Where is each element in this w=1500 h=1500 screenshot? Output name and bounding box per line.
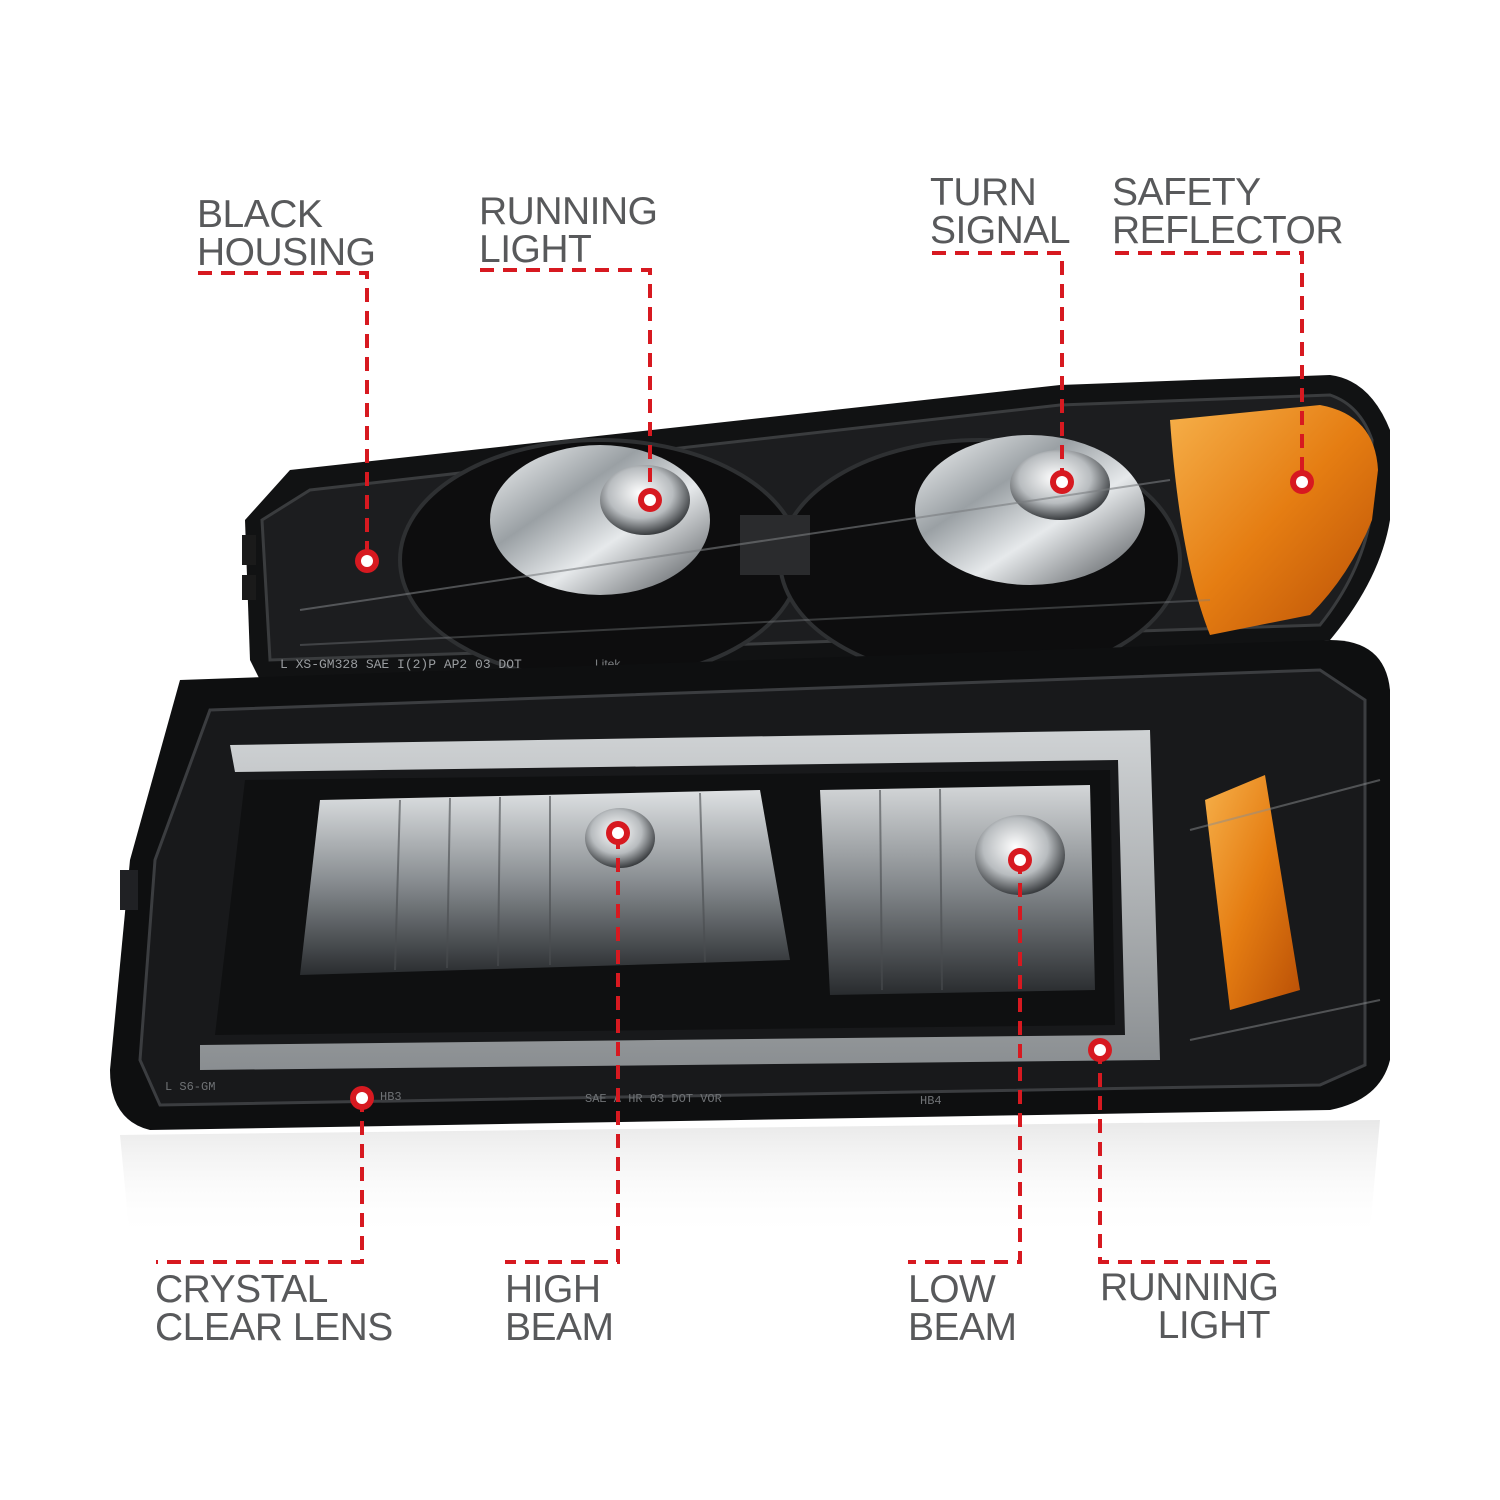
upper-headlight: L XS-GM328 SAE I(2)P AP2 03 DOT Litek <box>242 375 1390 682</box>
leader-running-light-bottom <box>1098 1050 1270 1264</box>
lower-lens-marking-left: L S6-GM <box>165 1080 215 1094</box>
leader-running-light-top <box>480 268 652 500</box>
running-light-bar <box>200 730 1160 1070</box>
safety-reflector-lens <box>1170 405 1378 635</box>
leader-high-beam <box>505 835 620 1264</box>
high-beam-reflector <box>300 790 790 975</box>
callout-dots <box>350 470 1314 1110</box>
upper-lens-marking: L XS-GM328 SAE I(2)P AP2 03 DOT <box>280 657 522 672</box>
lower-lens-marking-mid: SAE A HR 03 DOT VOR <box>585 1092 722 1106</box>
leader-black-housing <box>198 271 369 560</box>
lower-bumper-light: L S6-GM HB3 SAE A HR 03 DOT VOR HB4 <box>110 640 1390 1130</box>
leader-low-beam <box>908 860 1022 1264</box>
side-marker-lens <box>1205 775 1300 1010</box>
lower-lens-marking-hb3: HB3 <box>380 1090 402 1104</box>
floor-reflection <box>120 1120 1380 1240</box>
low-beam-reflector <box>820 785 1095 995</box>
lower-lens-marking-hb4: HB4 <box>920 1094 942 1108</box>
callout-lines <box>156 251 1304 1264</box>
leader-turn-signal <box>932 251 1064 482</box>
leader-safety-reflector <box>1115 251 1304 482</box>
leader-crystal-clear-lens <box>156 1098 364 1264</box>
